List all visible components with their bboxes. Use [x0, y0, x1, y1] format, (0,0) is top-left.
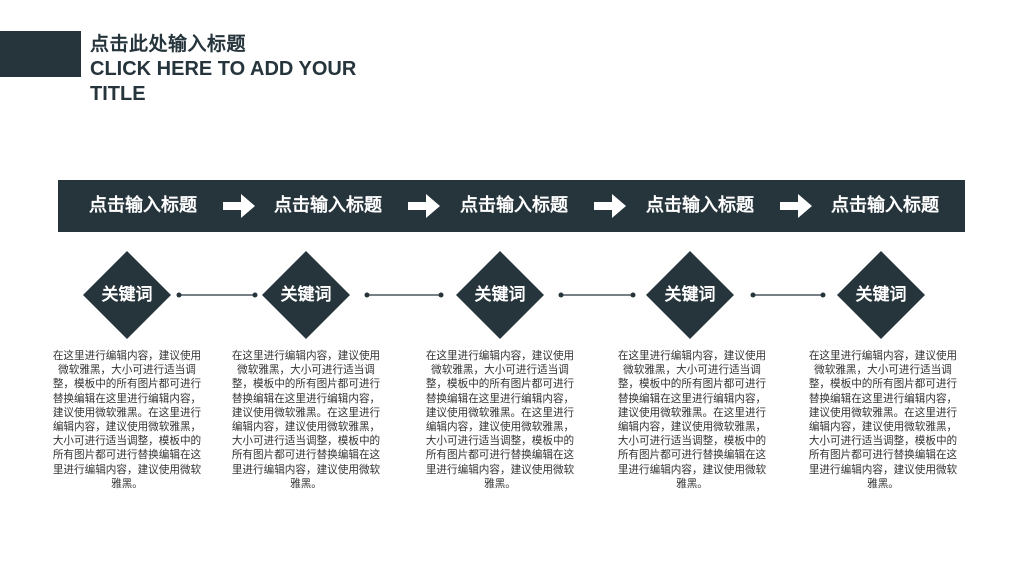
process-banner: 点击输入标题 点击输入标题 点击输入标题 点击输入标题 点击输入标题	[58, 180, 965, 232]
title-chinese[interactable]: 点击此处输入标题	[90, 34, 247, 55]
connector-line-2	[364, 292, 444, 298]
diamond-shape	[83, 251, 171, 339]
arrow-right-icon	[408, 194, 440, 218]
arrow-right-icon	[223, 194, 255, 218]
step-title-3[interactable]: 点击输入标题	[460, 195, 568, 216]
keyword-description-4[interactable]: 在这里进行编辑内容，建议使用微软雅黑，大小可进行适当调整，模板中的所有图片都可进…	[617, 350, 767, 490]
keyword-label-1[interactable]: 关键词	[101, 285, 153, 305]
diamond-shape	[456, 251, 544, 339]
keyword-diamond-4[interactable]: 关键词	[646, 251, 734, 339]
keyword-description-5[interactable]: 在这里进行编辑内容，建议使用微软雅黑，大小可进行适当调整，模板中的所有图片都可进…	[808, 350, 958, 490]
keyword-label-4[interactable]: 关键词	[664, 285, 716, 305]
connector-line-3	[558, 292, 636, 298]
slide-title[interactable]: 点击此处输入标题 CLICK HERE TO ADD YOUR TITLE	[90, 33, 410, 107]
diamond-shape	[262, 251, 350, 339]
title-accent-block	[0, 31, 81, 77]
step-title-4[interactable]: 点击输入标题	[646, 195, 754, 216]
keyword-diamond-1[interactable]: 关键词	[83, 251, 171, 339]
keyword-description-1[interactable]: 在这里进行编辑内容，建议使用微软雅黑，大小可进行适当调整，模板中的所有图片都可进…	[52, 350, 202, 490]
keyword-diamond-3[interactable]: 关键词	[456, 251, 544, 339]
title-english[interactable]: CLICK HERE TO ADD YOUR TITLE	[90, 58, 357, 105]
arrow-right-icon	[780, 194, 812, 218]
step-title-5[interactable]: 点击输入标题	[831, 195, 939, 216]
keyword-description-3[interactable]: 在这里进行编辑内容，建议使用微软雅黑，大小可进行适当调整，模板中的所有图片都可进…	[425, 350, 575, 490]
step-title-2[interactable]: 点击输入标题	[274, 195, 382, 216]
diamond-shape	[837, 251, 925, 339]
keyword-label-2[interactable]: 关键词	[280, 285, 332, 305]
connector-line-4	[750, 292, 826, 298]
keyword-diamond-5[interactable]: 关键词	[837, 251, 925, 339]
diamond-shape	[646, 251, 734, 339]
keyword-diamond-2[interactable]: 关键词	[262, 251, 350, 339]
keyword-label-5[interactable]: 关键词	[855, 285, 907, 305]
arrow-right-icon	[594, 194, 626, 218]
keyword-description-2[interactable]: 在这里进行编辑内容，建议使用微软雅黑，大小可进行适当调整，模板中的所有图片都可进…	[231, 350, 381, 490]
connector-line-1	[176, 292, 258, 298]
step-title-1[interactable]: 点击输入标题	[89, 195, 197, 216]
keyword-label-3[interactable]: 关键词	[474, 285, 526, 305]
